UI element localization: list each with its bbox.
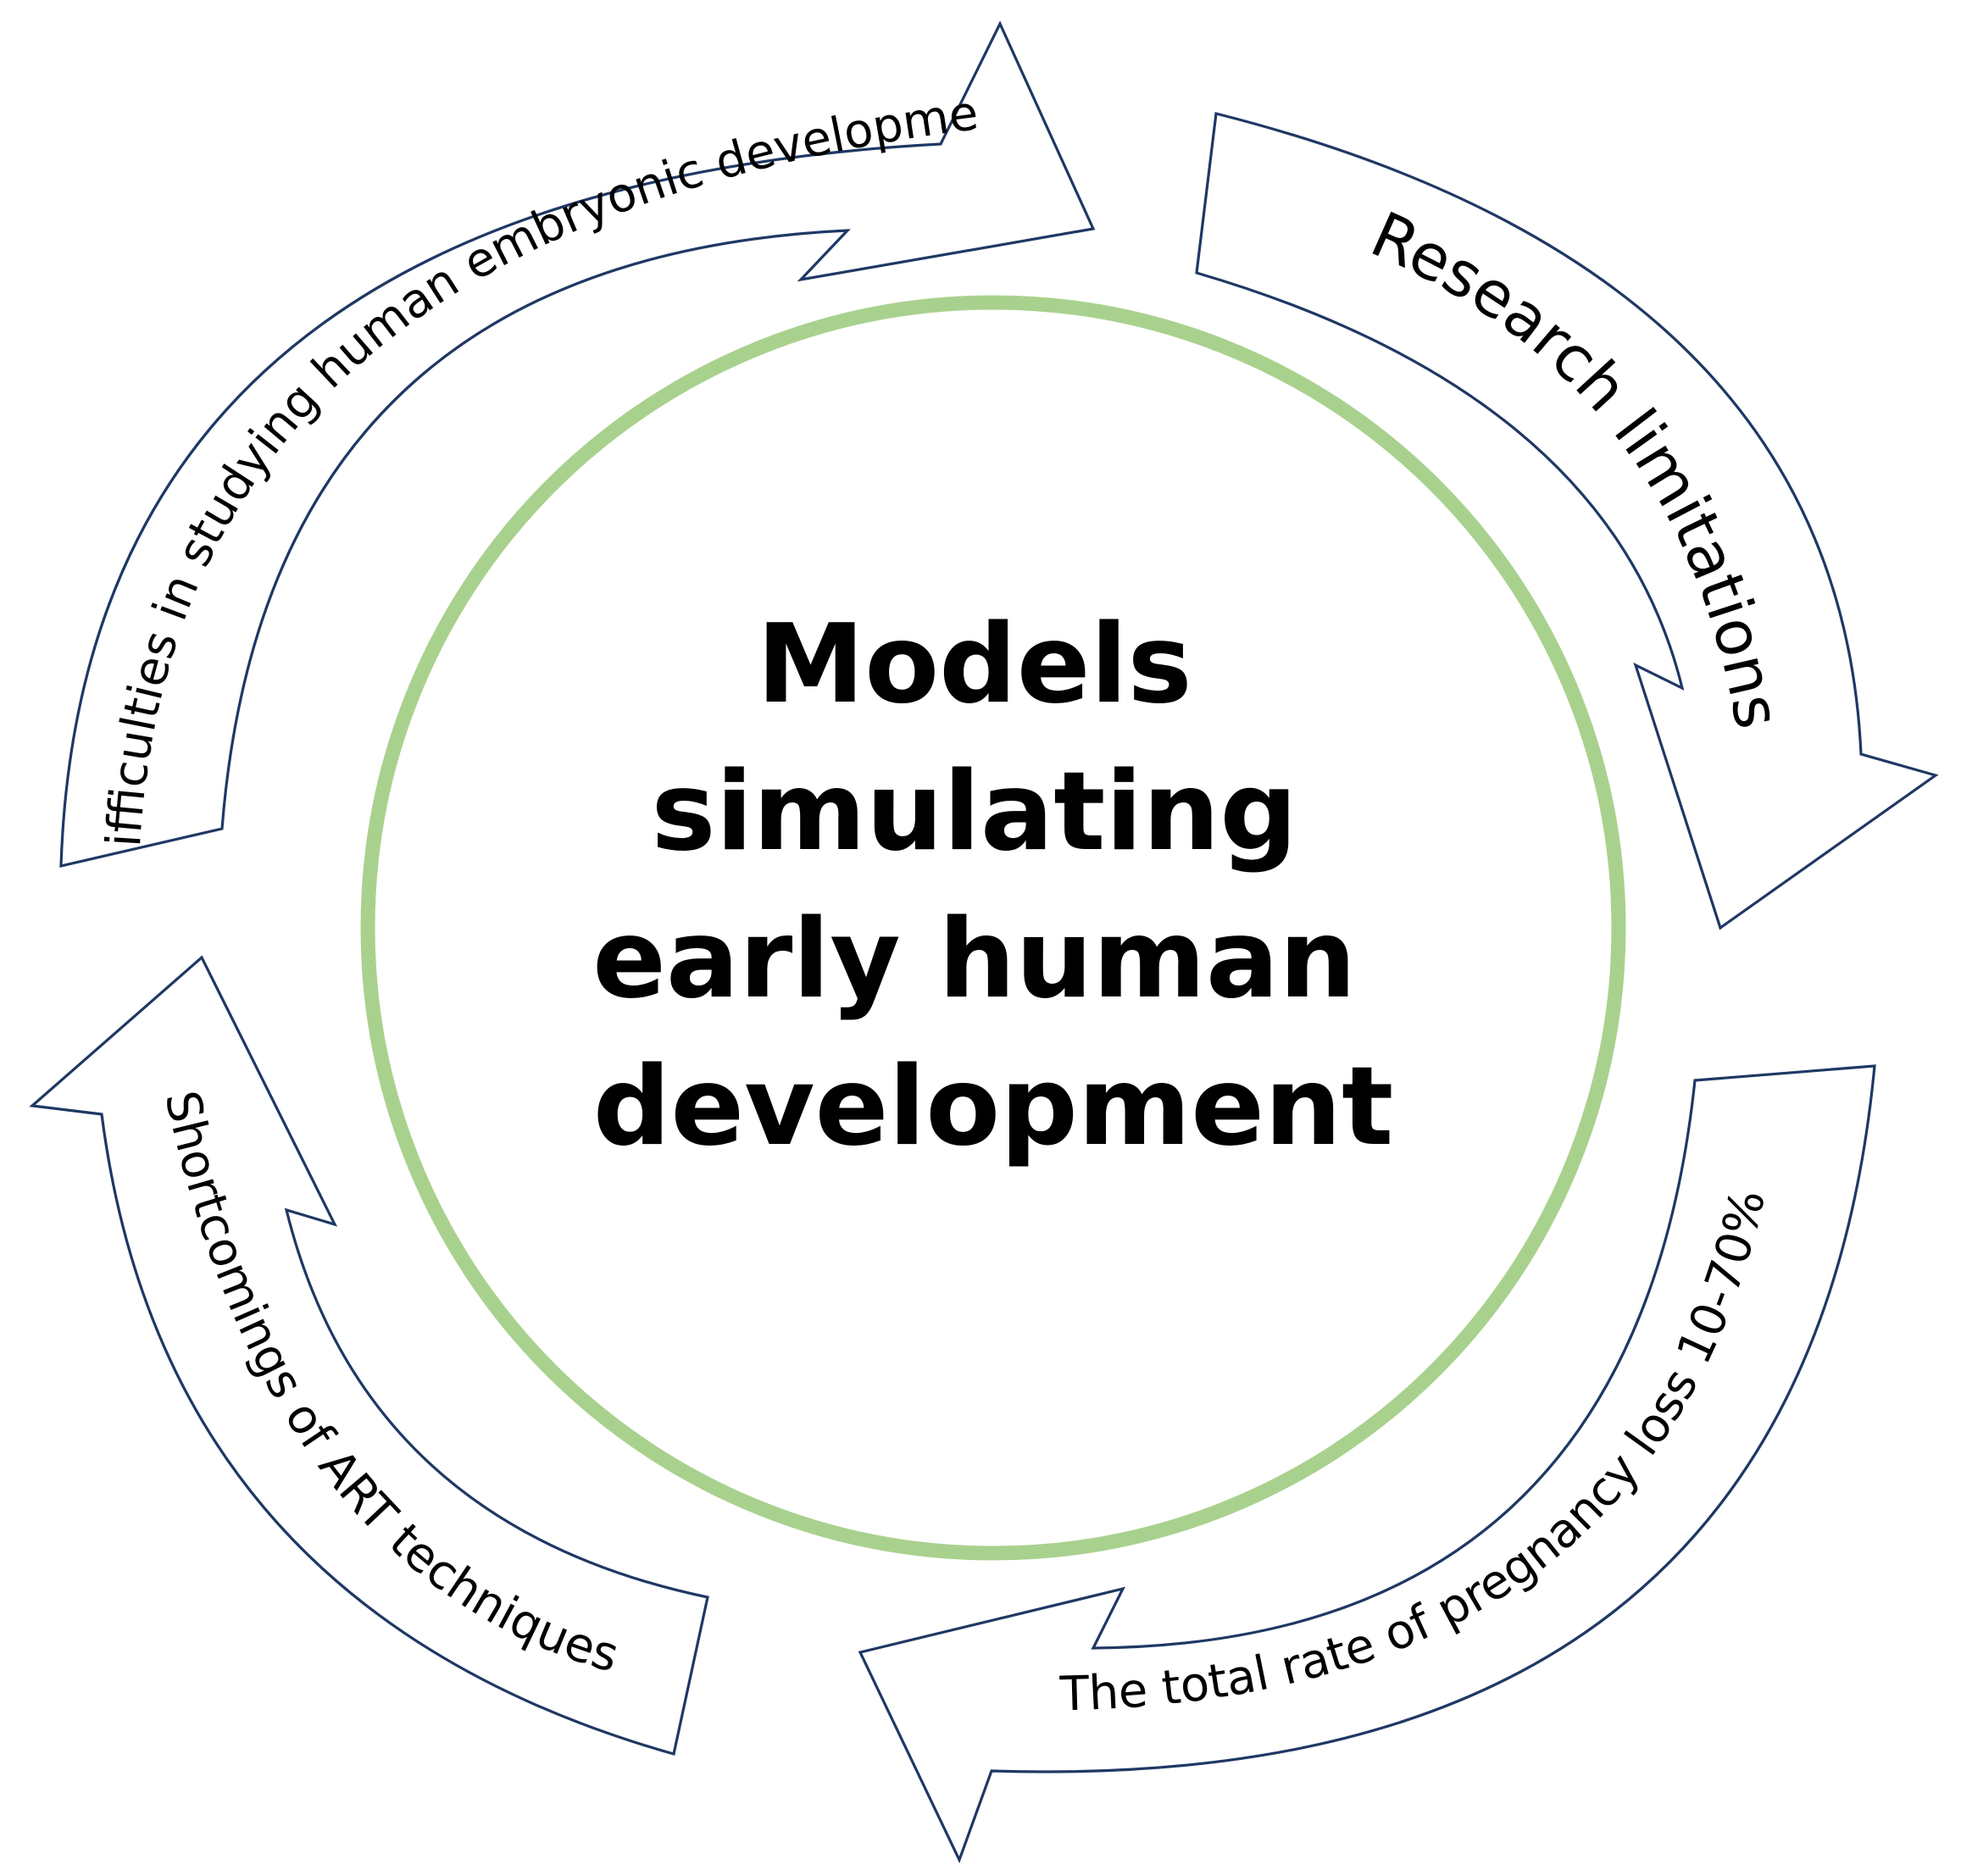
center-title-line-4: development	[593, 1044, 1394, 1170]
arrow-difficulties-shape	[59, 20, 1096, 869]
center-title-line-2: simulating	[651, 749, 1297, 875]
arrow-difficulties: Difficulties in studying human embryonic…	[0, 0, 1096, 869]
arrow-research-shape	[1195, 112, 1939, 930]
center-title-line-3: early human	[592, 896, 1356, 1023]
center-title: Models simulating early human developmen…	[592, 602, 1394, 1170]
arrow-pregnancy-loss-shape	[858, 1064, 1876, 1864]
center-ring	[360, 295, 1626, 1561]
arrow-pregnancy-loss: The total rate of pregnancy loss 10-70%	[858, 1064, 1876, 1864]
center-title-line-1: Models	[757, 602, 1192, 728]
arrow-shortcomings-shape	[29, 955, 709, 1757]
